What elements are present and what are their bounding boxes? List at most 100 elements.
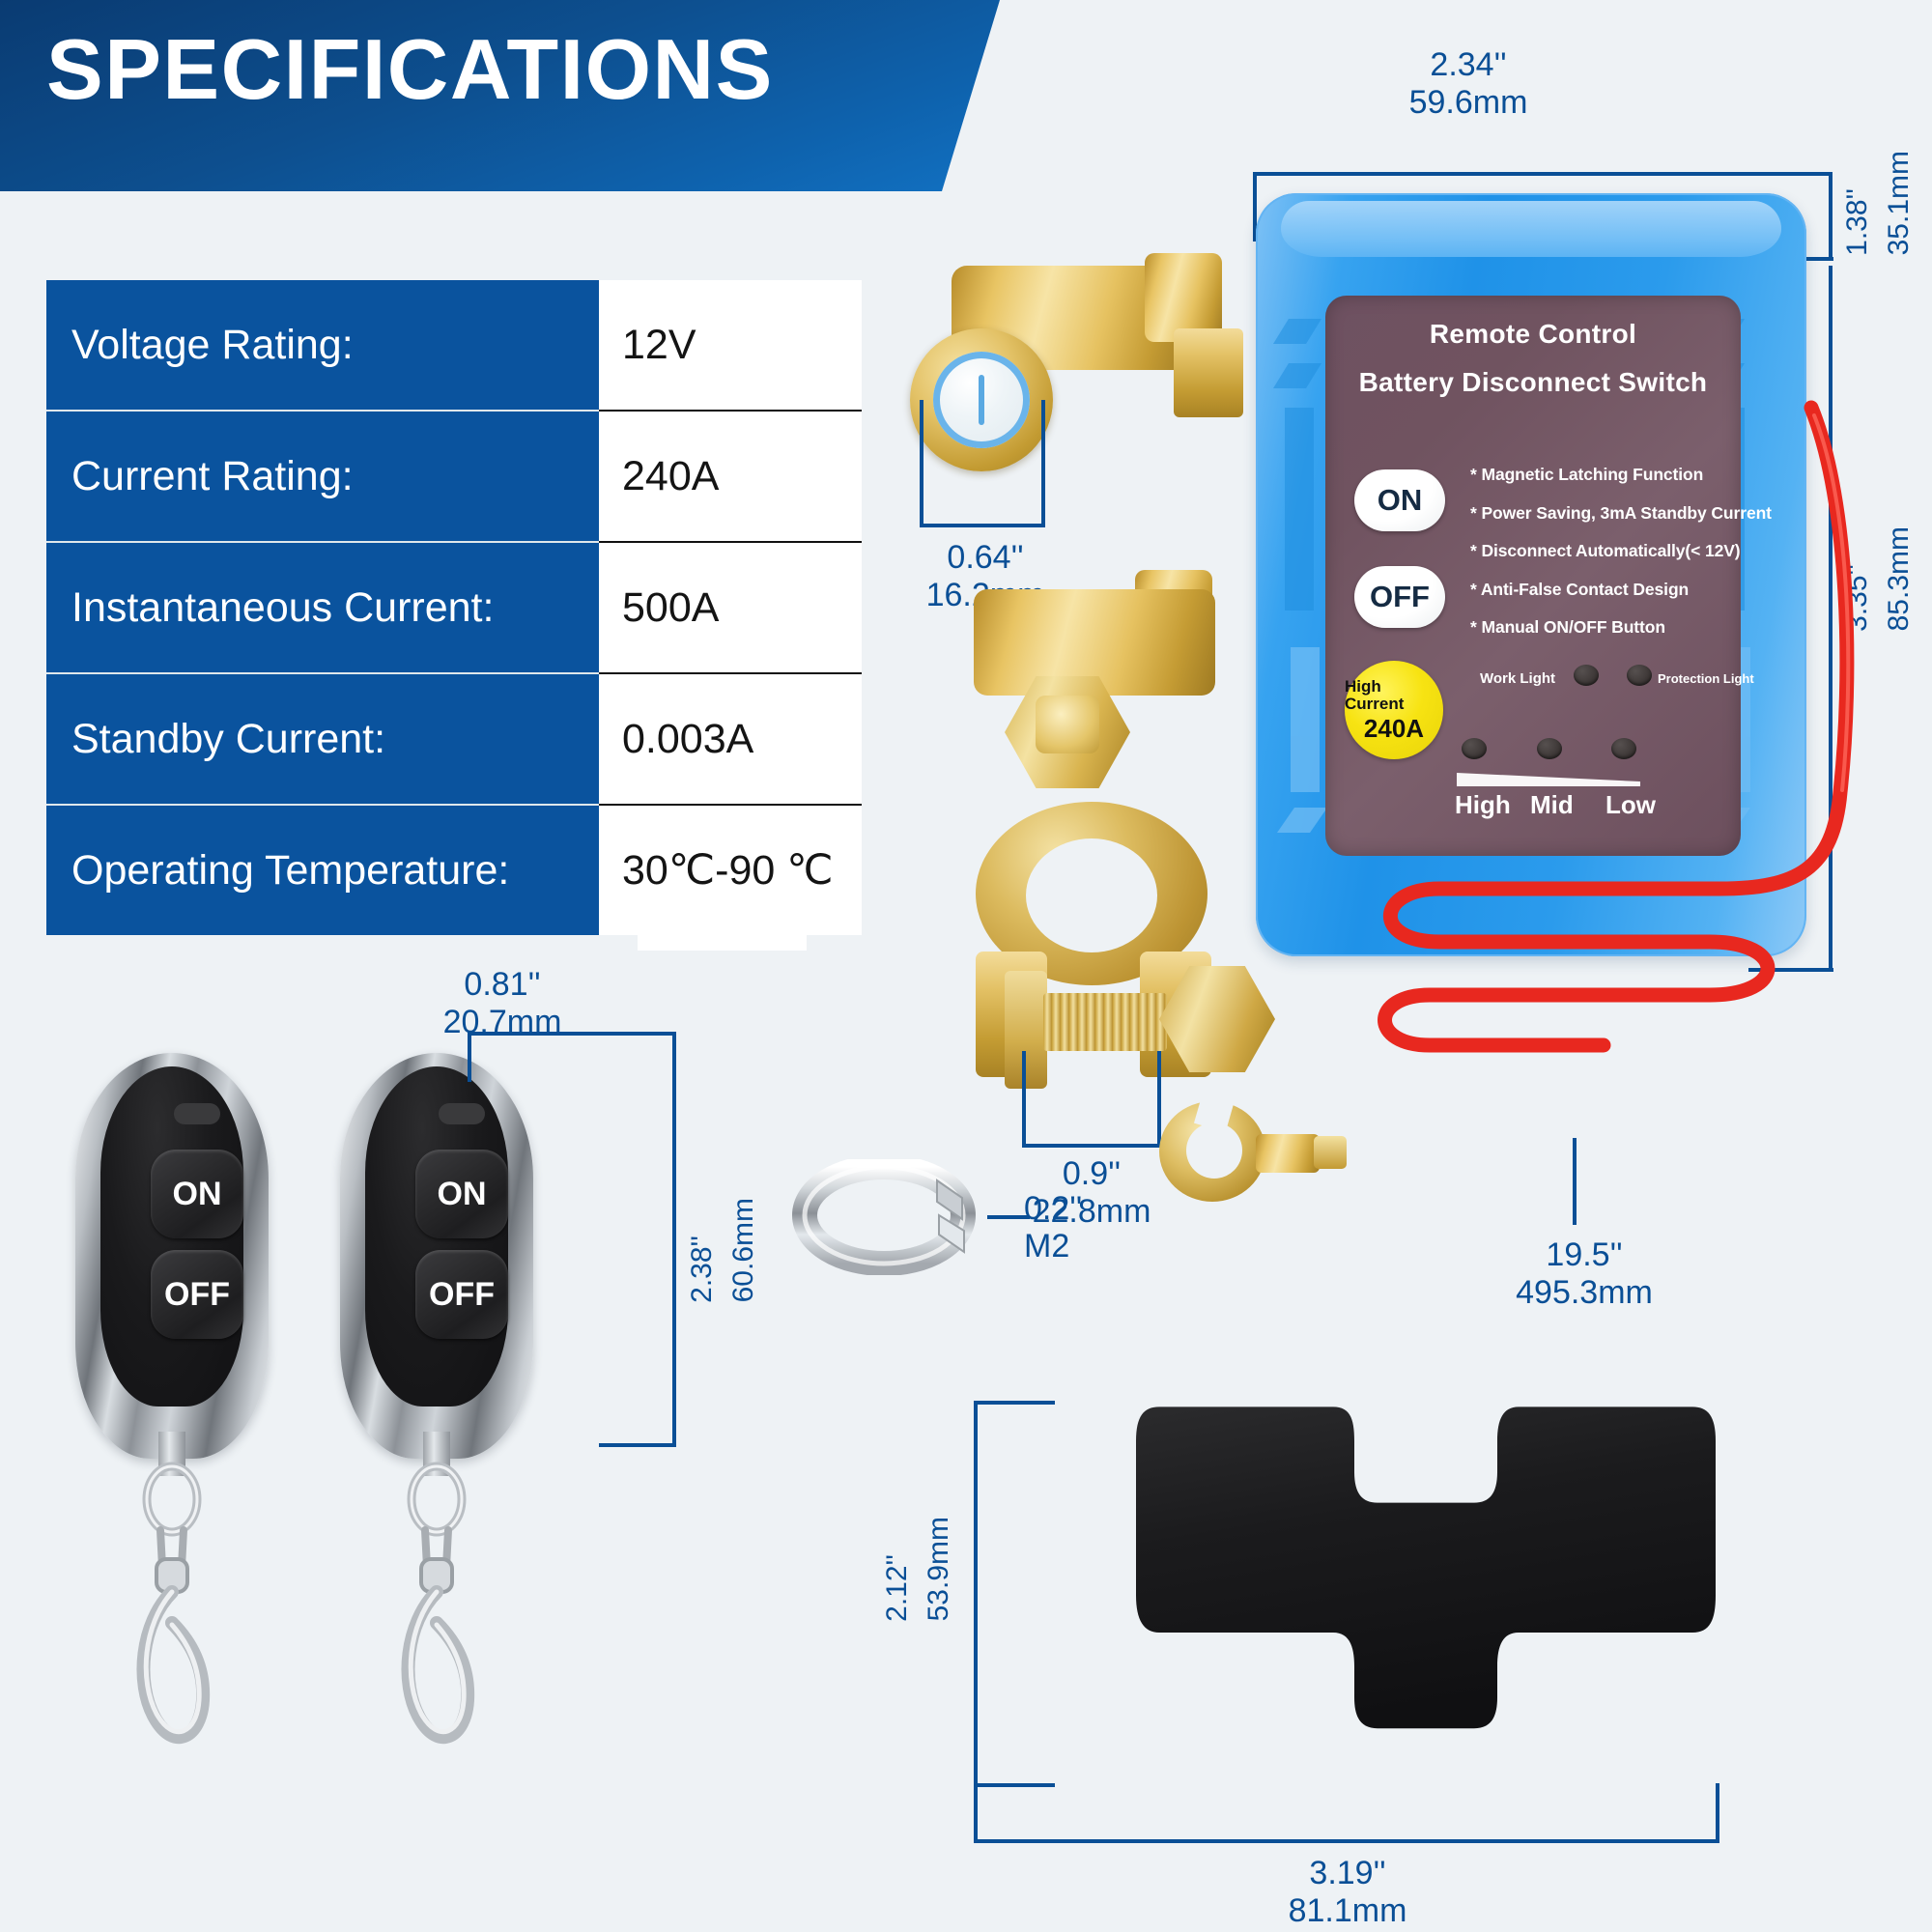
- dimension-device-depth: 1.38'' 35.1mm: [1841, 151, 1915, 264]
- dimension-device-depth-mm: 35.1mm: [1882, 151, 1915, 256]
- artwork-white-strip: [638, 918, 807, 951]
- feature-list: * Magnetic Latching Function * Power Sav…: [1470, 465, 1772, 656]
- ring-terminal-crimp: [1314, 1136, 1347, 1169]
- dimension-pad-height-mm: 53.9mm: [922, 1517, 954, 1622]
- control-panel: Remote Control Battery Disconnect Switch…: [1325, 296, 1772, 856]
- page-title: SPECIFICATIONS: [46, 21, 774, 117]
- dimension-knob-inch: 0.64'': [947, 539, 1024, 576]
- panel-subtitle: Battery Disconnect Switch: [1358, 367, 1708, 397]
- dimension-pad-width-tick-left: [974, 1783, 978, 1843]
- dimension-pad-width-line: [974, 1839, 1719, 1843]
- level-label-low: Low: [1605, 790, 1656, 819]
- dimension-clamp-width: 0.9'' 22.8mm: [985, 1155, 1198, 1231]
- fob-on-button[interactable]: ON: [151, 1150, 243, 1238]
- specifications-table: Voltage Rating: 12V Current Rating: 240A…: [46, 280, 862, 935]
- feature-item: * Anti-False Contact Design: [1470, 579, 1690, 599]
- level-led-mid: [1537, 738, 1562, 759]
- dimension-fob-height: 2.38'' 60.6mm: [686, 1198, 759, 1311]
- panel-title: Remote Control: [1429, 319, 1637, 349]
- dimension-fob-width-inch: 0.81'': [464, 966, 541, 1003]
- feature-item: * Disconnect Automatically(< 12V): [1470, 541, 1741, 560]
- dimension-clamp-inch: 0.9'': [1062, 1155, 1122, 1192]
- fob-face: ON OFF: [365, 1066, 508, 1406]
- dimension-washer-inch: 0.2'': [1024, 1190, 1083, 1227]
- dimension-pad-height-bar: [974, 1401, 978, 1787]
- dimension-fob-width-line: [468, 1032, 676, 1036]
- battery-terminal-top-tab: [1145, 253, 1222, 342]
- high-current-badge: High Current 240A: [1345, 661, 1443, 759]
- dimension-washer-mm: M2: [1024, 1228, 1070, 1265]
- dimension-clamp-right: [1157, 1051, 1161, 1148]
- fob-led-window: [439, 1103, 485, 1124]
- dimension-fob-height-inch: 2.38'': [686, 1235, 718, 1303]
- dimension-device-width-mm: 59.6mm: [1408, 84, 1528, 122]
- battery-disconnect-switch-device: Remote Control Battery Disconnect Switch…: [1256, 193, 1806, 956]
- work-light-led: [1574, 665, 1599, 686]
- dimension-height-bar: [1829, 266, 1833, 971]
- spring-washer: [792, 1159, 976, 1275]
- fob-face: ON OFF: [100, 1066, 243, 1406]
- table-row: Instantaneous Current: 500A: [46, 541, 862, 672]
- dimension-fob-height-bar: [672, 1032, 676, 1447]
- rubber-mounting-pad: [1136, 1406, 1716, 1729]
- remote-fob-2: ON OFF: [340, 1053, 533, 1745]
- spec-value-voltage-rating: 12V: [599, 280, 862, 410]
- dimension-pad-width-inch: 3.19'': [1309, 1855, 1386, 1891]
- level-label-high: High: [1455, 790, 1511, 819]
- dimension-clamp-left: [1022, 1051, 1026, 1148]
- level-led-high: [1462, 738, 1487, 759]
- dimension-knob-left: [920, 400, 923, 527]
- battery-clamp-hole: [1026, 838, 1157, 952]
- badge-label-high-current: High Current: [1345, 676, 1405, 713]
- table-row: Standby Current: 0.003A: [46, 672, 862, 804]
- dimension-fob-width-tick-left: [468, 1032, 471, 1082]
- spec-value-standby-current: 0.003A: [599, 672, 862, 804]
- ring-terminal-hole: [1186, 1122, 1242, 1179]
- work-light-label: Work Light: [1480, 670, 1556, 687]
- dimension-pad-width: 3.19'' 81.1mm: [1236, 1855, 1459, 1930]
- spec-label-standby-current: Standby Current:: [46, 674, 599, 804]
- ring-terminal-neck: [1256, 1134, 1320, 1173]
- feature-item: * Magnetic Latching Function: [1470, 465, 1704, 484]
- dimension-clamp-line: [1022, 1144, 1161, 1148]
- dimension-knob-line: [920, 524, 1045, 527]
- spec-label-instantaneous-current: Instantaneous Current:: [46, 543, 599, 672]
- dimension-wire-length: 19.5'' 495.3mm: [1468, 1236, 1700, 1312]
- spec-label-operating-temperature: Operating Temperature:: [46, 806, 599, 935]
- clamp-bolt-head: [1005, 971, 1047, 1089]
- fob-keychain-clip: [136, 1462, 211, 1745]
- clamp-threaded-bolt: [1043, 993, 1167, 1051]
- dimension-device-width: 2.34'' 59.6mm: [1352, 46, 1584, 122]
- dimension-line-top: [1253, 172, 1833, 176]
- fob-off-button[interactable]: OFF: [415, 1250, 508, 1339]
- protection-light-led: [1627, 665, 1652, 686]
- terminal-hex-cap: [1036, 696, 1099, 753]
- dimension-pad-height: 2.12'' 53.9mm: [881, 1517, 954, 1630]
- spec-value-current-rating: 240A: [599, 410, 862, 541]
- fob-on-button[interactable]: ON: [415, 1150, 508, 1238]
- fob-off-button[interactable]: OFF: [151, 1250, 243, 1339]
- level-led-low: [1611, 738, 1636, 759]
- dimension-washer-tick: [987, 1215, 1030, 1219]
- dimension-device-width-inch: 2.34'': [1430, 46, 1507, 83]
- dimension-depth-bar: [1829, 174, 1833, 261]
- fob-keychain-clip: [401, 1462, 475, 1745]
- battery-terminal-top-neck: [1174, 328, 1243, 417]
- spec-value-operating-temperature: 30℃-90 ℃: [599, 804, 862, 935]
- device-top-highlight: [1281, 201, 1781, 257]
- spec-value-instantaneous-current: 500A: [599, 541, 862, 672]
- device-off-button[interactable]: OFF: [1354, 566, 1445, 628]
- dimension-pad-width-tick-right: [1716, 1783, 1719, 1843]
- dimension-device-height-mm: 85.3mm: [1882, 526, 1915, 632]
- dimension-wire-mm: 495.3mm: [1516, 1274, 1653, 1312]
- badge-value-240a: 240A: [1363, 713, 1425, 743]
- dimension-fob-width-mm: 20.7mm: [442, 1004, 562, 1041]
- power-icon: [979, 375, 984, 425]
- table-row: Voltage Rating: 12V: [46, 280, 862, 410]
- protection-light-label: Protection Light: [1658, 671, 1754, 686]
- dimension-pad-height-tick-top: [974, 1401, 1055, 1405]
- device-on-button[interactable]: ON: [1354, 469, 1445, 531]
- dimension-device-depth-inch: 1.38'': [1841, 187, 1873, 256]
- spec-label-current-rating: Current Rating:: [46, 412, 599, 541]
